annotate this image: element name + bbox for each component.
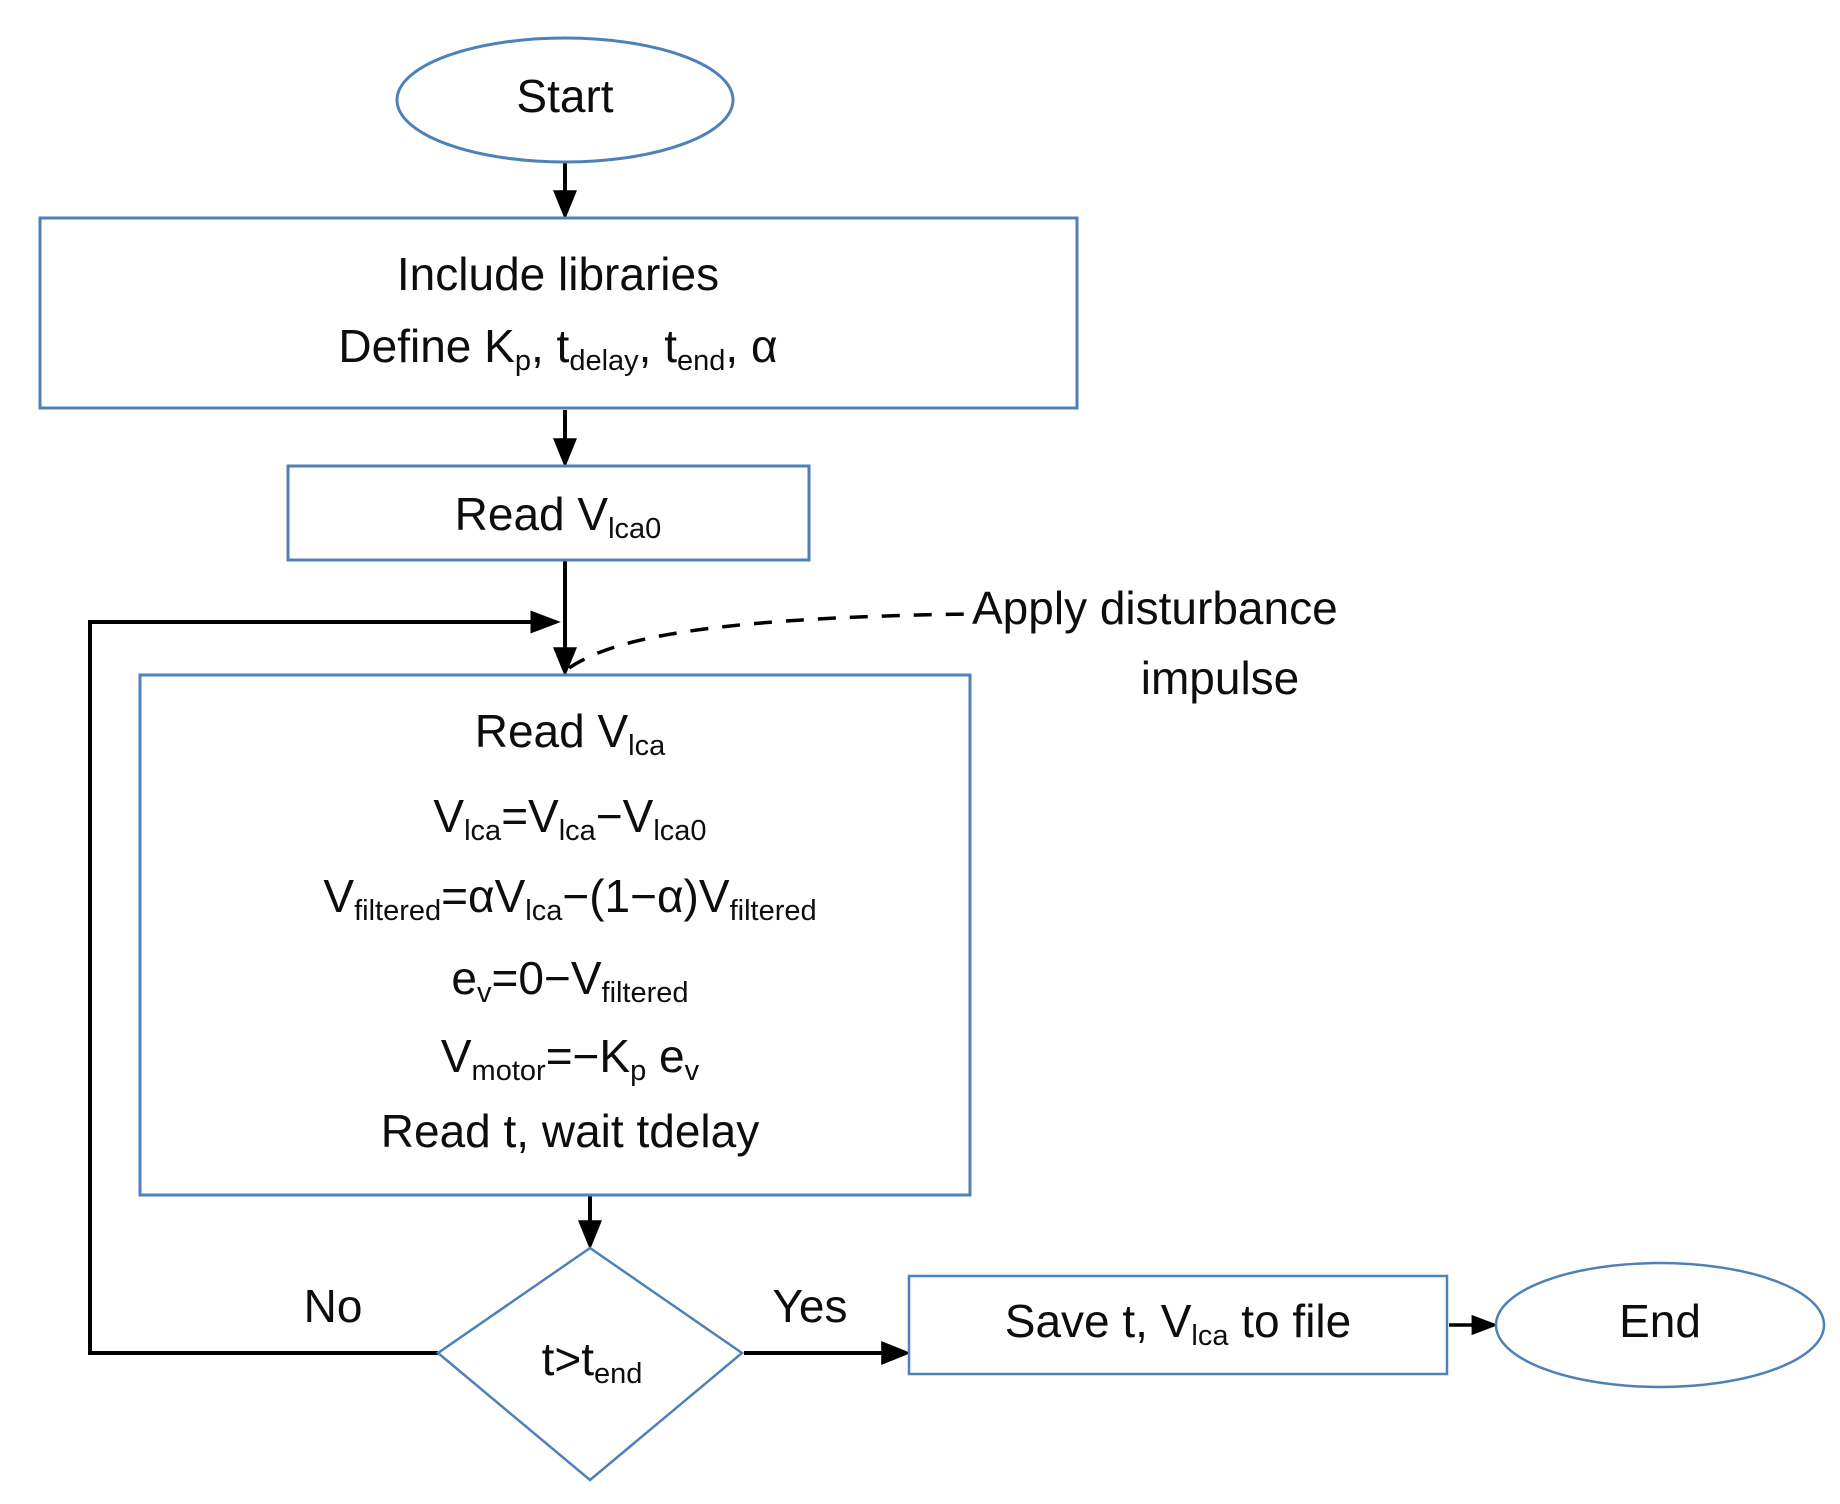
node-start-label: Start xyxy=(516,70,613,122)
node-end-shape xyxy=(1494,1261,1826,1389)
node-process-shape xyxy=(138,673,972,1197)
edge-label-yes: Yes xyxy=(772,1280,847,1332)
node-process-label-line6: Read t, wait tdelay xyxy=(381,1105,759,1157)
node-start-shape xyxy=(395,36,735,164)
node-include-shape xyxy=(38,216,1079,410)
node-process-label-line2: Vlca=Vlca−Vlca0 xyxy=(433,790,706,847)
node-save-shape xyxy=(907,1274,1449,1376)
node-read-vlca0-shape xyxy=(286,464,811,562)
connector-feedback-loop xyxy=(88,610,561,1355)
annotation-label-line2: impulse xyxy=(1141,652,1300,704)
node-process-label-line4: ev=0−Vfiltered xyxy=(451,952,688,1009)
node-include-label-line1: Include libraries xyxy=(397,248,719,300)
node-process-label-line1: Read Vlca xyxy=(475,705,666,762)
node-decision-label: t>tend xyxy=(542,1333,643,1390)
node-process-label-line3: Vfiltered=αVlca−(1−α)Vfiltered xyxy=(323,870,816,927)
node-end-label: End xyxy=(1619,1295,1701,1347)
annotation-label-line1: Apply disturbance xyxy=(972,582,1338,634)
node-save-label: Save t, Vlca to file xyxy=(1005,1295,1351,1352)
connector-disturbance-annotation xyxy=(568,612,969,670)
node-process-label-line5: Vmotor=−Kp ev xyxy=(441,1030,700,1087)
node-decision-shape xyxy=(435,1246,745,1482)
node-read-vlca0-label: Read Vlca0 xyxy=(455,488,662,545)
edge-label-no: No xyxy=(304,1280,363,1332)
node-include-label-line2: Define Kp, tdelay, tend, α xyxy=(338,320,777,377)
